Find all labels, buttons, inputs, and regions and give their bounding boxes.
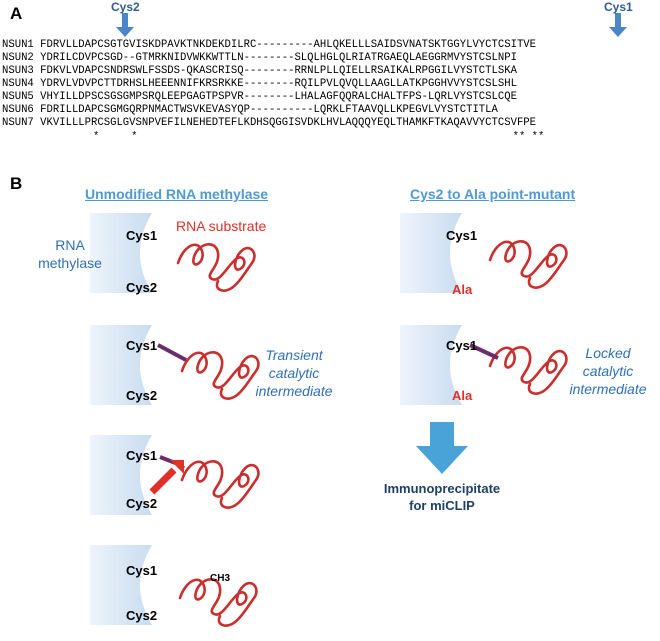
protein-name: NSUN3 [2,65,34,77]
rna-substrate-mutant-2 [488,345,568,395]
protein-name: NSUN5 [2,91,34,103]
rna-substrate-3 [180,459,260,509]
conservation-stars: * * ** ** [93,131,545,143]
enzyme-shape-2 [90,325,152,405]
enzyme-shape-mutant-1 [400,213,462,293]
protein-name: NSUN4 [2,78,34,90]
alignment-row: NSUN1 FDRVLLDAPCSGTGVISKDPAVKTNKDEKDILRC… [2,39,536,52]
transient-intermediate-label: Transient catalytic intermediate [255,347,333,399]
cys1-label: Cys1 [126,563,158,578]
locked-intermediate-label: Locked catalytic intermediate [569,345,647,397]
cys2-label: Cys2 [126,388,158,403]
rna-methylase-label: RNA methylase [38,237,102,271]
immunoprecipitate-label: Immunoprecipitate for miCLIP [383,481,501,513]
cys1-label: Cys1 [446,228,478,243]
nucleophilic-attack-arrow [149,460,184,495]
protein-name: NSUN7 [2,117,34,129]
protein-sequence: VHYILLDPSCSGSGMPSRQLEEPGAGTPSPVR--------… [40,91,517,103]
alignment-row: NSUN6 FDRILLDAPCSGMGQRPNMACTWSVKEVASYQP-… [2,104,536,117]
cys2-label: Cys2 [126,280,158,295]
methyl-group-label: CH3 [210,573,231,584]
protein-name: NSUN2 [2,52,34,64]
covalent-bond-locked [469,343,499,360]
cys2-label: Cys2 [126,608,158,623]
right-column-heading: Cys2 to Ala point-mutant [410,186,576,202]
protein-sequence: FDRVLLDAPCSGTGVISKDPAVKTNKDEKDILRC------… [40,39,537,51]
protein-sequence: YDRILCDVPCSGD--GTMRKNIDVWKKWTTLN--------… [40,52,517,64]
protein-sequence: FDKVLVDAPCSNDRSWLFSSDS-QKASCRISQ--------… [40,65,517,77]
cys1-label: Cys1 [126,338,158,353]
sequence-alignment: NSUN1 FDRVLLDAPCSGTGVISKDPAVKTNKDEKDILRC… [2,39,536,130]
immunoprecipitate-arrow [416,422,468,474]
enzyme-shape-4 [90,545,152,625]
enzyme-shape-3 [90,435,152,515]
cys1-label: Cys1 [126,228,158,243]
alignment-row: NSUN5 VHYILLDPSCSGSGMPSRQLEEPGAGTPSPVR--… [2,91,536,104]
enzyme-shape-1 [90,213,152,293]
cys2-label: Cys2 [126,496,158,511]
rna-substrate-label: RNA substrate [176,218,267,234]
rna-substrate-4 [178,577,258,627]
panel-b-letter: B [10,174,23,193]
covalent-bond-transient [157,343,187,362]
rna-substrate-mutant-1 [488,239,568,289]
protein-sequence: YDRVLVDVPCTTDRHSLHEEENNIFKRSRKKE--------… [40,78,517,90]
enzyme-shape-mutant-2 [400,325,462,405]
alignment-row: NSUN3 FDKVLVDAPCSNDRSWLFSSDS-QKASCRISQ--… [2,65,536,78]
cys2-arrow [116,13,134,37]
protein-name: NSUN1 [2,39,34,51]
panel-a-letter: A [10,4,23,23]
protein-name: NSUN6 [2,104,34,116]
alignment-row: NSUN4 YDRVLVDVPCTTDRHSLHEEENNIFKRSRKKE--… [2,78,536,91]
cys1-arrow-label: Cys1 [604,0,633,14]
rna-substrate-1 [176,242,256,292]
cys1-arrow [609,13,627,37]
alignment-row: NSUN7 VKVILLLPRCSGLGVSNPVEFILNEHEDTEFLKD… [2,117,536,130]
cys1-label: Cys1 [126,448,158,463]
cys2-arrow-label: Cys2 [111,0,140,14]
left-column-heading: Unmodified RNA methylase [85,186,269,202]
ala-label: Ala [452,282,473,297]
cys1-label: Cys1 [446,338,478,353]
protein-sequence: FDRILLDAPCSGMGQRPNMACTWSVKEVASYQP-------… [40,104,498,116]
ala-label: Ala [452,388,473,403]
alignment-row: NSUN2 YDRILCDVPCSGD--GTMRKNIDVWKKWTTLN--… [2,52,536,65]
protein-sequence: VKVILLLPRCSGLGVSNPVEFILNEHEDTEFLKDHSQGGI… [40,117,537,129]
